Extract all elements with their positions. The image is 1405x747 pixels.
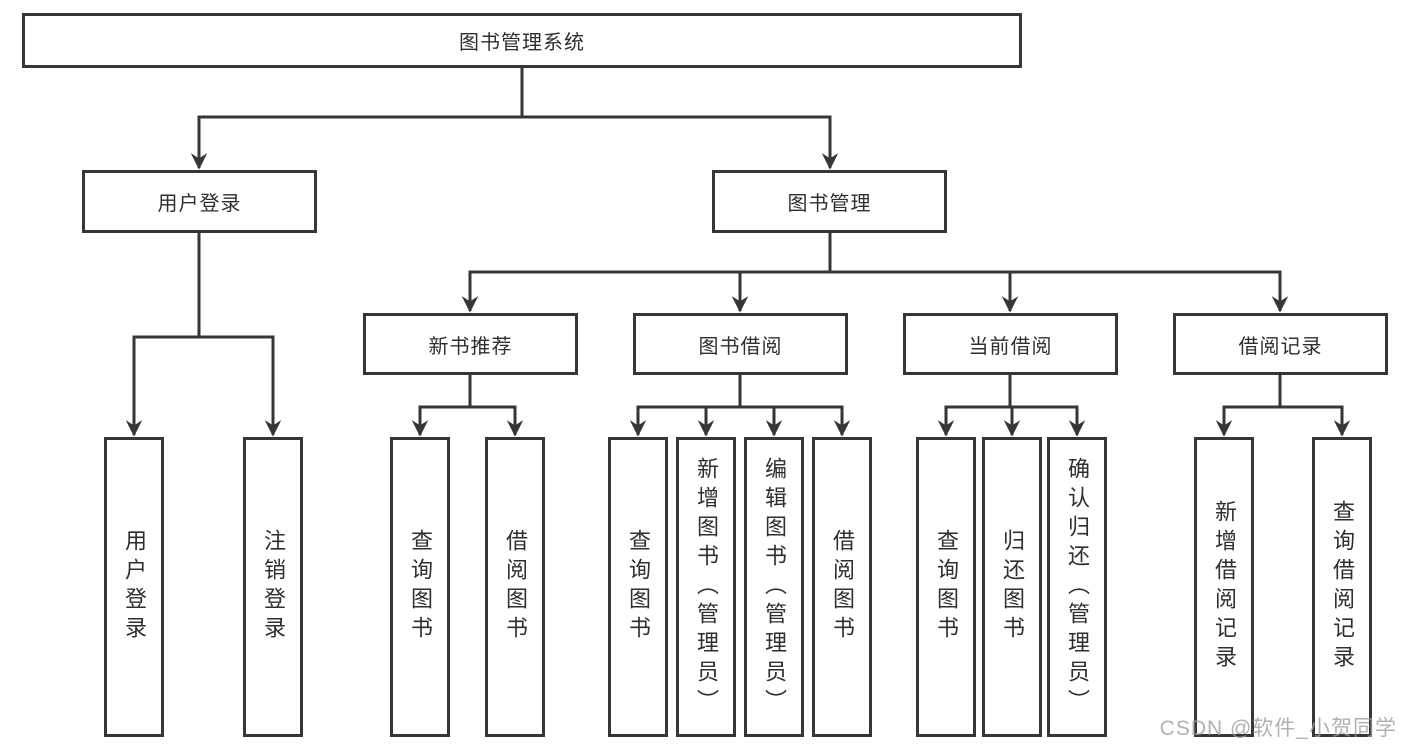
connector-bookborrow-to-leaves <box>629 375 851 437</box>
leaf-query-book-recommend: 查询图书 <box>390 437 450 737</box>
leaf-confirm-return-admin: 确认归还（管理员） <box>1047 437 1107 737</box>
node-user-login: 用户登录 <box>82 170 317 233</box>
node-current-borrow: 当前借阅 <box>903 313 1118 375</box>
leaf-add-borrow-record: 新增借阅记录 <box>1194 437 1254 737</box>
leaf-logout: 注销登录 <box>243 437 303 737</box>
connector-bookmgmt-to-level3 <box>461 233 1289 313</box>
leaf-add-book-admin: 新增图书（管理员） <box>676 437 736 737</box>
leaf-edit-book-admin: 编辑图书（管理员） <box>744 437 804 737</box>
connector-newbookrec-to-leaves <box>411 375 524 437</box>
node-book-management: 图书管理 <box>712 170 947 233</box>
connector-userlogin-to-leaves <box>125 233 282 437</box>
node-borrow-records: 借阅记录 <box>1173 313 1388 375</box>
leaf-return-book: 归还图书 <box>982 437 1042 737</box>
connector-borrowrecords-to-leaves <box>1215 375 1351 437</box>
leaf-user-login: 用户登录 <box>104 437 164 737</box>
node-book-borrow: 图书借阅 <box>633 313 848 375</box>
leaf-query-book-borrow: 查询图书 <box>608 437 668 737</box>
node-library-management-system: 图书管理系统 <box>22 13 1022 68</box>
leaf-borrow-book-recommend: 借阅图书 <box>485 437 545 737</box>
leaf-query-book-current: 查询图书 <box>916 437 976 737</box>
connector-currentborrow-to-leaves <box>937 375 1086 437</box>
connector-root-to-level2 <box>190 68 839 170</box>
watermark: CSDN @软件_小贺同学 <box>1159 717 1397 740</box>
node-new-book-recommend: 新书推荐 <box>363 313 578 375</box>
leaf-query-borrow-record: 查询借阅记录 <box>1312 437 1372 737</box>
leaf-borrow-book: 借阅图书 <box>812 437 872 737</box>
